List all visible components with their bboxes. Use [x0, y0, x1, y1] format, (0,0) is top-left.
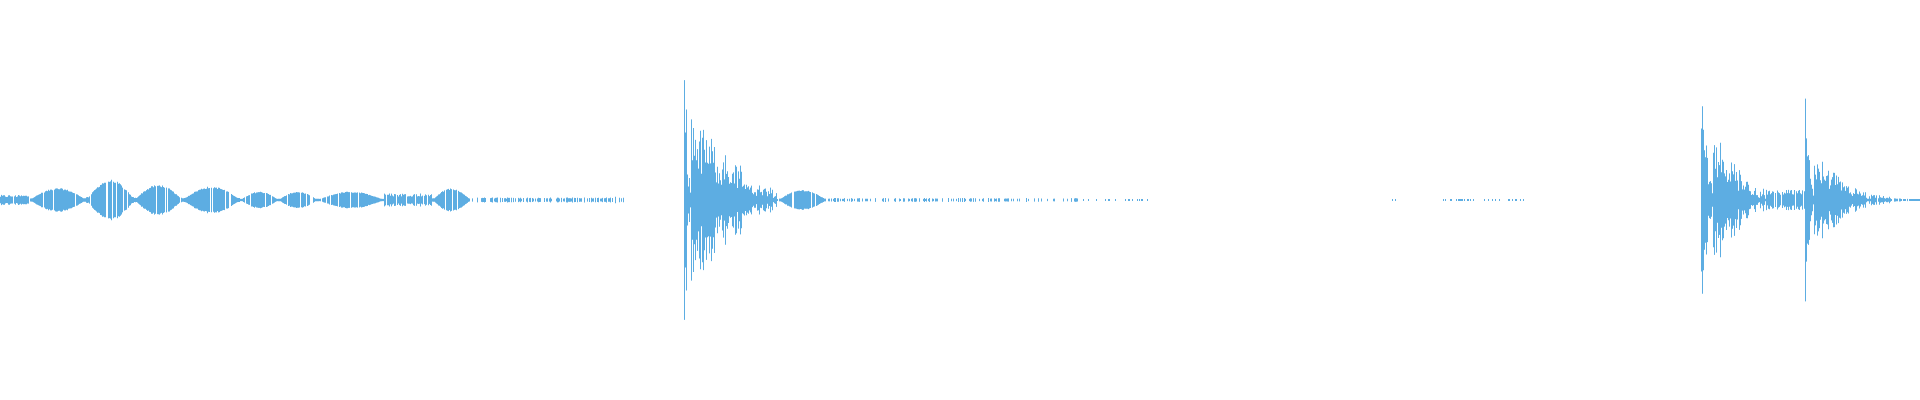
waveform-bars: [779, 190, 826, 210]
waveform-segment: [384, 193, 432, 207]
waveform-bars: [86, 179, 134, 221]
waveform-bars: [432, 188, 470, 212]
waveform-bars: [182, 186, 240, 214]
waveform-segment: [1713, 142, 1766, 258]
waveform-bars: [691, 119, 778, 281]
waveform-bars: [134, 185, 182, 215]
waveform-bars: [1443, 199, 1524, 201]
waveform-segment: [86, 179, 134, 221]
waveform-segment: [472, 197, 613, 203]
waveform-segment: [134, 185, 182, 215]
waveform-bars: [278, 192, 317, 208]
waveform-segment: [1443, 199, 1524, 201]
waveform-segment: [432, 188, 470, 212]
waveform-bars: [1392, 199, 1396, 201]
waveform-bars: [615, 196, 624, 204]
waveform-bars: [317, 191, 384, 209]
waveform-segment: [30, 188, 86, 212]
waveform-segment: [317, 191, 384, 209]
waveform-segment: [278, 192, 317, 208]
waveform-segment: [1814, 161, 1872, 239]
waveform-segment: [1805, 98, 1814, 302]
waveform-segment: [182, 186, 240, 214]
waveform-bars: [1701, 106, 1713, 294]
waveform-segment: [684, 80, 691, 320]
waveform-bars: [1872, 195, 1920, 205]
waveform-segment: [240, 191, 278, 209]
waveform-segment: [828, 198, 1084, 202]
waveform-segment: [615, 196, 624, 204]
waveform-segment: [779, 190, 826, 210]
waveform-segment: [1392, 199, 1396, 201]
waveform-bars: [384, 193, 432, 207]
waveform-bars: [1814, 161, 1872, 239]
waveform-bars: [472, 197, 613, 203]
waveform-bars: [1766, 189, 1805, 211]
waveform-segment: [1088, 199, 1148, 201]
waveform-segment: [1766, 189, 1805, 211]
waveform-segment: [1701, 106, 1713, 294]
waveform-bars: [0, 194, 29, 206]
waveform-segment: [1872, 195, 1920, 205]
waveform-bars: [684, 80, 691, 320]
waveform-segment: [691, 119, 778, 281]
waveform-bars: [1088, 199, 1148, 201]
waveform-bars: [1713, 142, 1766, 258]
waveform-bars: [240, 191, 278, 209]
waveform-bars: [828, 198, 1084, 202]
waveform-segment: [0, 194, 29, 206]
waveform-bars: [1805, 98, 1814, 302]
waveform-bars: [30, 188, 86, 212]
